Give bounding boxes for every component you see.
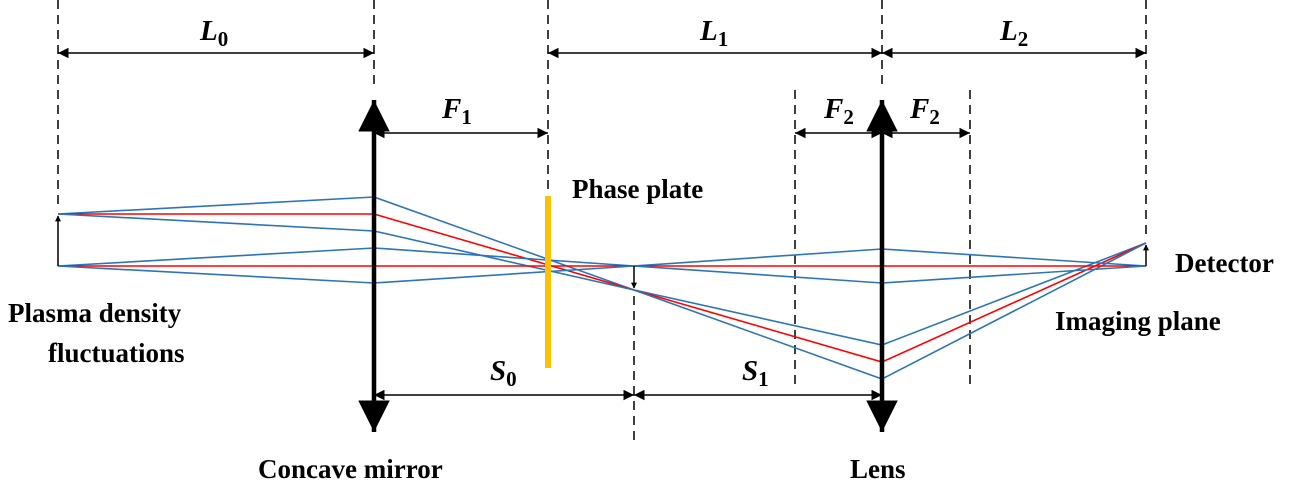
plasma-label-line2: fluctuations <box>48 338 185 368</box>
label-L1: L1 <box>699 15 728 51</box>
concave-mirror-label: Concave mirror <box>258 454 443 484</box>
label-L0: L0 <box>199 15 228 51</box>
lens-label: Lens <box>850 454 906 484</box>
label-L2: L2 <box>999 15 1028 51</box>
label-F1: F1 <box>441 93 472 129</box>
label-F2-left: F2 <box>823 93 854 129</box>
imaging-plane-label: Imaging plane <box>1055 306 1221 336</box>
rays-upper-point <box>57 196 1147 380</box>
detector-label: Detector <box>1175 248 1274 278</box>
label-S0: S0 <box>490 355 517 391</box>
phase-plate-label: Phase plate <box>572 174 703 204</box>
label-F2-right: F2 <box>909 93 940 129</box>
guide-lines <box>57 0 1147 440</box>
dimension-arrows <box>58 47 1146 401</box>
plasma-label-line1: Plasma density <box>8 298 182 328</box>
label-S1: S1 <box>742 355 769 391</box>
